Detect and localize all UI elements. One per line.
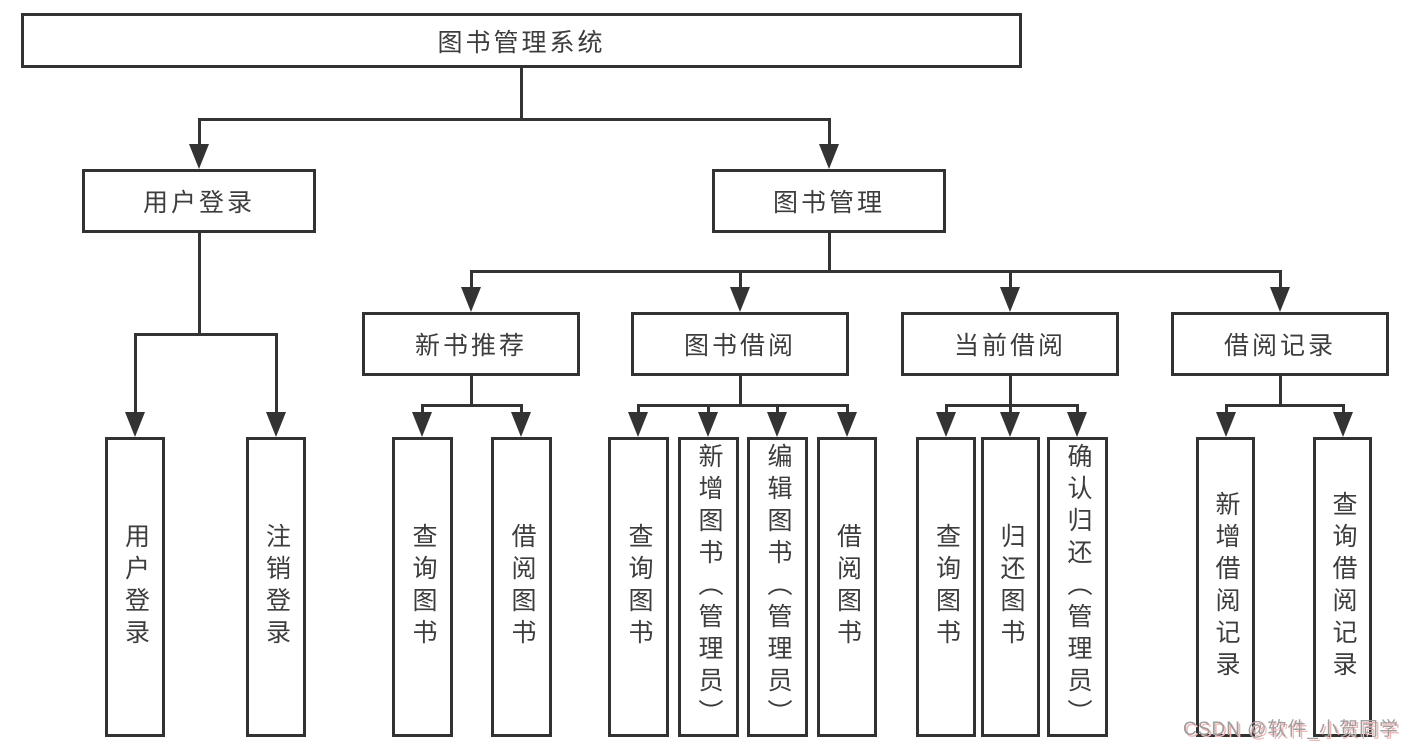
arrow-down-icon xyxy=(698,412,718,437)
node-book-borrowing: 图书借阅 xyxy=(631,312,849,376)
connector-line xyxy=(828,118,831,148)
arrow-down-icon xyxy=(628,412,648,437)
node-user-login-leaf: 用户登录 xyxy=(105,437,165,737)
connector-line xyxy=(520,404,523,415)
arrow-down-icon xyxy=(1000,412,1020,437)
node-bb-borrow-books-label: 借阅图书 xyxy=(833,523,862,651)
connector-line xyxy=(198,118,201,148)
node-nb-borrow-books: 借阅图书 xyxy=(491,437,552,737)
connector-line xyxy=(1076,404,1079,415)
node-user-login: 用户登录 xyxy=(82,169,316,233)
connector-line xyxy=(421,404,424,415)
node-cb-query-books-label: 查询图书 xyxy=(932,523,961,651)
connector-line xyxy=(1009,376,1012,406)
arrow-down-icon xyxy=(125,412,145,437)
arrow-down-icon xyxy=(837,412,857,437)
node-bb-edit-books-admin: 编辑图书（管理员） xyxy=(747,437,808,737)
node-nb-query-books-label: 查询图书 xyxy=(409,523,437,651)
node-root-label: 图书管理系统 xyxy=(437,28,606,57)
arrow-down-icon xyxy=(1067,412,1087,437)
arrow-down-icon xyxy=(819,144,839,169)
connector-line xyxy=(470,270,1281,273)
arrow-down-icon xyxy=(730,287,750,312)
node-br-query-record-label: 查询借阅记录 xyxy=(1329,491,1357,683)
connector-line xyxy=(739,376,742,406)
connector-line xyxy=(198,233,201,335)
node-br-add-record: 新增借阅记录 xyxy=(1196,437,1255,737)
connector-line xyxy=(846,404,849,415)
connector-line xyxy=(134,333,277,336)
connector-line xyxy=(1009,270,1012,289)
node-cb-return-books: 归还图书 xyxy=(981,437,1040,737)
connector-line xyxy=(275,333,278,414)
node-cb-confirm-return-admin: 确认归还（管理员） xyxy=(1047,437,1108,737)
arrow-down-icon xyxy=(1333,412,1353,437)
node-nb-borrow-books-label: 借阅图书 xyxy=(508,523,536,651)
node-current-borrowing: 当前借阅 xyxy=(901,312,1119,376)
node-bb-query-books: 查询图书 xyxy=(608,437,669,737)
arrow-down-icon xyxy=(412,412,432,437)
connector-line xyxy=(470,376,473,406)
node-br-query-record: 查询借阅记录 xyxy=(1313,437,1372,737)
node-cb-query-books: 查询图书 xyxy=(916,437,976,737)
connector-line xyxy=(739,270,742,289)
connector-line xyxy=(470,270,473,289)
arrow-down-icon xyxy=(767,412,787,437)
node-logout-label: 注销登录 xyxy=(262,523,291,651)
connector-line xyxy=(776,404,779,415)
node-nb-query-books: 查询图书 xyxy=(392,437,453,737)
arrow-down-icon xyxy=(936,412,956,437)
connector-line xyxy=(198,118,830,121)
connector-line xyxy=(945,404,948,415)
node-new-book-rec-label: 新书推荐 xyxy=(414,332,527,360)
node-new-book-rec: 新书推荐 xyxy=(362,312,580,376)
node-book-mgmt: 图书管理 xyxy=(712,169,946,233)
connector-line xyxy=(1009,404,1012,415)
node-br-add-record-label: 新增借阅记录 xyxy=(1212,491,1240,683)
arrow-down-icon xyxy=(1216,412,1236,437)
connector-line xyxy=(1225,404,1344,407)
watermark: CSDN @软件_小贺同学 xyxy=(1183,719,1399,740)
connector-line xyxy=(945,404,1078,407)
node-bb-edit-books-admin-label: 编辑图书（管理员） xyxy=(764,443,792,731)
node-current-borrowing-label: 当前借阅 xyxy=(953,332,1066,360)
node-logout: 注销登录 xyxy=(246,437,306,737)
node-bb-add-books-admin-label: 新增图书（管理员） xyxy=(695,443,723,731)
connector-line xyxy=(1225,404,1228,415)
connector-line xyxy=(421,404,522,407)
node-book-borrowing-label: 图书借阅 xyxy=(683,332,796,360)
connector-line xyxy=(707,404,710,415)
connector-line xyxy=(1342,404,1345,415)
node-cb-return-books-label: 归还图书 xyxy=(997,523,1025,651)
connector-line xyxy=(134,333,137,414)
node-user-login-label: 用户登录 xyxy=(142,189,255,217)
node-bb-borrow-books: 借阅图书 xyxy=(817,437,877,737)
connector-line xyxy=(828,233,831,272)
node-borrow-records: 借阅记录 xyxy=(1171,312,1389,376)
arrow-down-icon xyxy=(511,412,531,437)
node-bb-add-books-admin: 新增图书（管理员） xyxy=(678,437,739,737)
node-user-login-leaf-label: 用户登录 xyxy=(121,523,150,651)
arrow-down-icon xyxy=(1000,287,1020,312)
arrow-down-icon xyxy=(461,287,481,312)
arrow-down-icon xyxy=(189,144,209,169)
node-root: 图书管理系统 xyxy=(21,13,1022,68)
connector-line xyxy=(1279,270,1282,289)
node-borrow-records-label: 借阅记录 xyxy=(1223,332,1336,360)
node-book-mgmt-label: 图书管理 xyxy=(772,189,885,217)
connector-line xyxy=(637,404,640,415)
arrow-down-icon xyxy=(266,412,286,437)
node-cb-confirm-return-admin-label: 确认归还（管理员） xyxy=(1064,443,1092,731)
connector-line xyxy=(520,68,523,120)
arrow-down-icon xyxy=(1270,287,1290,312)
node-bb-query-books-label: 查询图书 xyxy=(625,523,653,651)
connector-line xyxy=(637,404,848,407)
connector-line xyxy=(1279,376,1282,406)
